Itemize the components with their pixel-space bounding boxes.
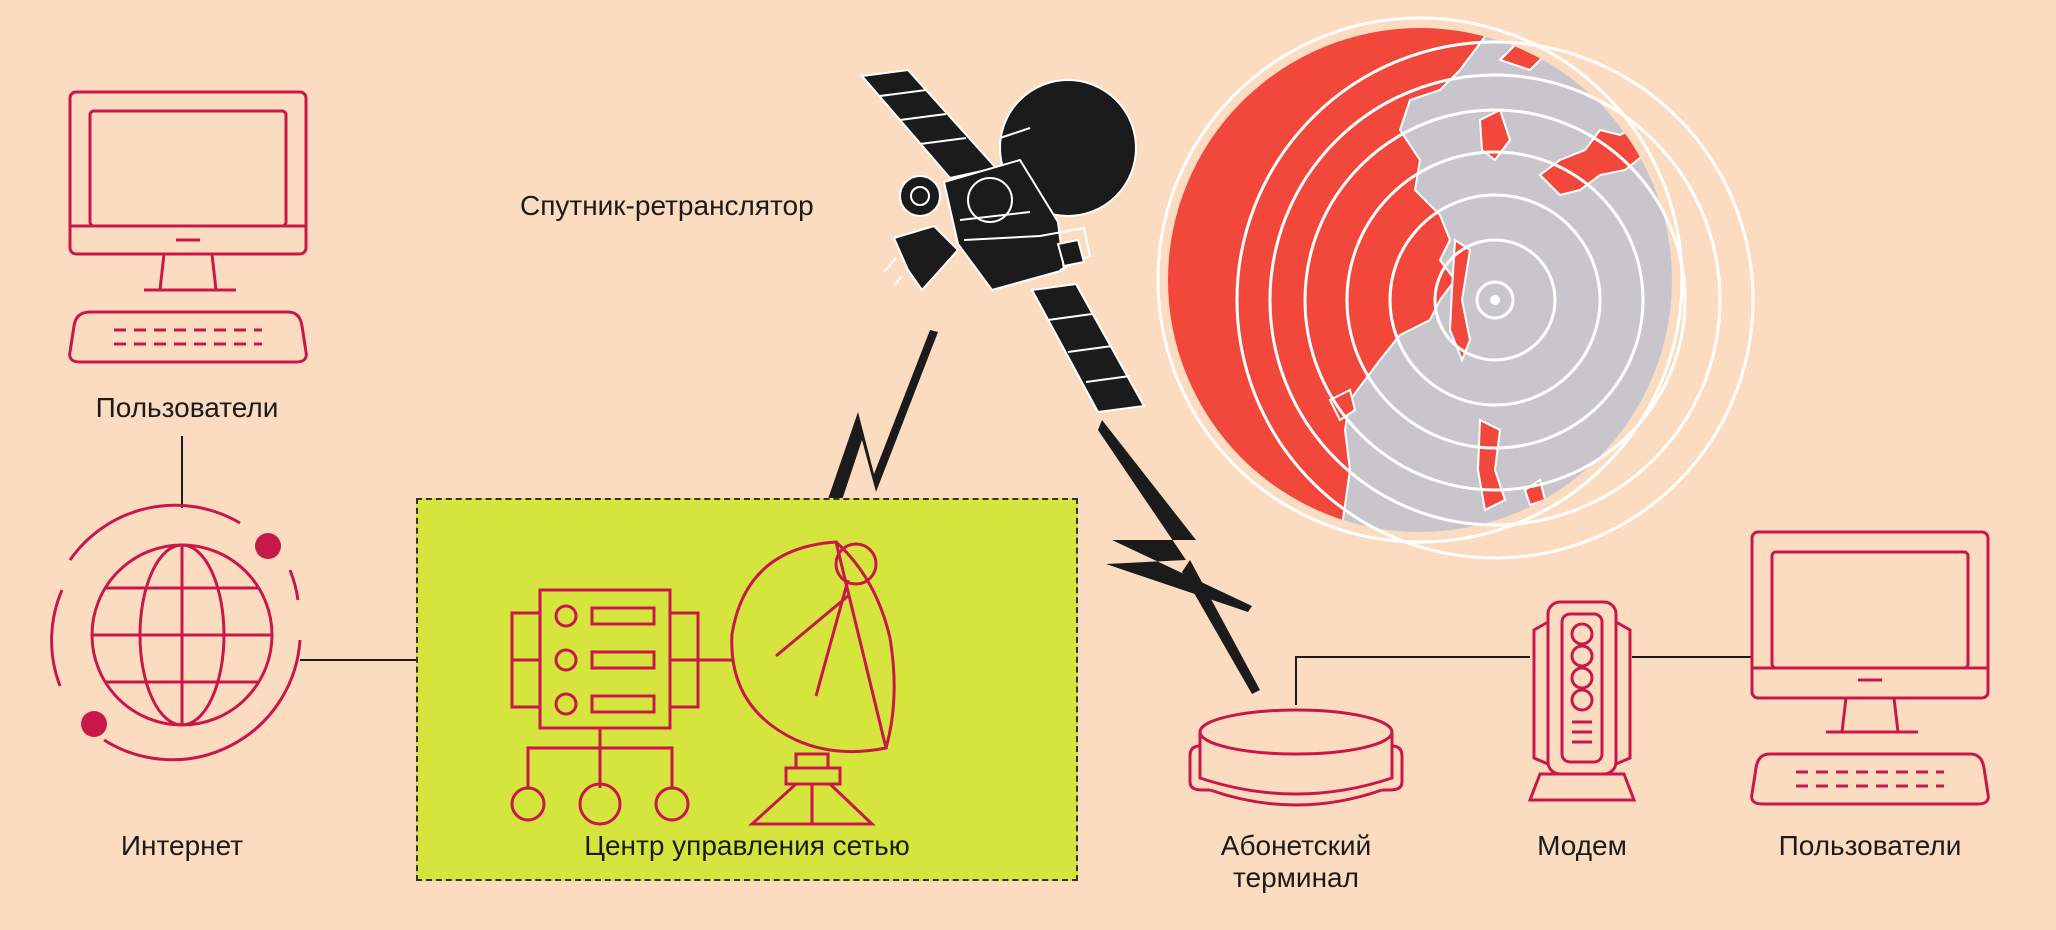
satellite-label: Спутник-ретранслятор: [520, 190, 814, 221]
globe-icon: [50, 503, 302, 762]
internet-label: Интернет: [120, 830, 244, 861]
satellite-icon: [861, 69, 1145, 413]
ncc-label: Центр управления сетью: [584, 830, 910, 861]
server-icon: [510, 588, 732, 826]
terminal-icon: [1188, 708, 1404, 807]
modem-label: Модем: [1537, 830, 1627, 861]
earth-coverage-icon: [1156, 16, 1755, 560]
users-right-label: Пользователи: [1778, 830, 1962, 861]
terminal-label: Абонетский терминал: [1220, 830, 1372, 894]
modem-icon: [1527, 600, 1637, 802]
satellite-dish-icon: [730, 540, 896, 826]
users-left-label: Пользователи: [95, 392, 279, 423]
computer-icon: [68, 90, 308, 364]
lightning-signal-icon: [818, 330, 1260, 694]
computer-icon: [1750, 530, 1990, 806]
network-control-center: [416, 498, 1078, 881]
